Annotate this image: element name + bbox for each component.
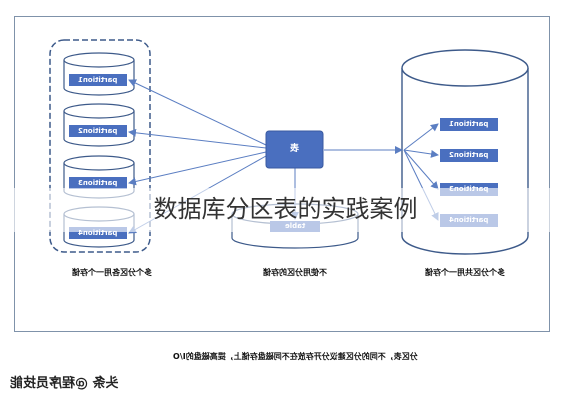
right-partition-text-2: partition2 [449, 151, 489, 159]
left-partition-label-1: partition1 [69, 75, 127, 85]
watermark-text: 头条 @程序员技能 [10, 376, 119, 391]
banner-title: 数据库分区表的实践案例 [153, 195, 418, 223]
right-partition-label-1: partition1 [440, 119, 498, 129]
right-partition-label-2: partition2 [440, 150, 498, 160]
diagram-frame [14, 16, 550, 332]
caption-middle-text: 不使用分区的存储 [263, 268, 327, 277]
right-partition-text-1: partition1 [449, 120, 489, 128]
arrow-to-right-partition-1 [403, 123, 439, 151]
arrow-to-left-partition-3 [128, 151, 267, 186]
left-group-border [49, 39, 151, 253]
caption-middle: 不使用分区的存储 [250, 268, 340, 278]
caption-left: 多个分区各用一个存储 [52, 268, 172, 278]
left-partition-text-2: partition2 [78, 127, 118, 135]
title-banner [0, 188, 571, 232]
watermark: 头条 @程序员技能 [10, 372, 119, 391]
caption-right: 多个分区共用一个存储 [405, 268, 525, 278]
left-partition-label-3: partition3 [69, 178, 127, 188]
left-partition-text-3: partition3 [78, 179, 118, 187]
diagram-note: 分区表，不同的分区建议分开存放在不同磁盘存储上，提高磁盘的I/O [130, 351, 460, 362]
left-partition-text-1: partition1 [78, 76, 118, 84]
caption-right-text: 多个分区共用一个存储 [425, 268, 505, 277]
diagram-note-text: 分区表，不同的分区建议分开存放在不同磁盘存储上，提高磁盘的I/O [172, 352, 418, 361]
arrow-to-left-partition-1 [128, 79, 267, 146]
left-cylinder-1 [63, 52, 135, 96]
caption-left-text: 多个分区各用一个存储 [72, 268, 152, 277]
table-box-text: 表 [289, 144, 299, 154]
arrow-to-left-partition-2 [128, 128, 267, 149]
arrow-to-right-partition-2 [403, 149, 439, 158]
left-cylinder-2 [63, 103, 135, 147]
arrow-to-right-partition-3 [403, 149, 439, 190]
left-partition-label-2: partition2 [69, 126, 127, 136]
table-box-label: 表 [266, 144, 323, 154]
table-box [265, 130, 324, 169]
